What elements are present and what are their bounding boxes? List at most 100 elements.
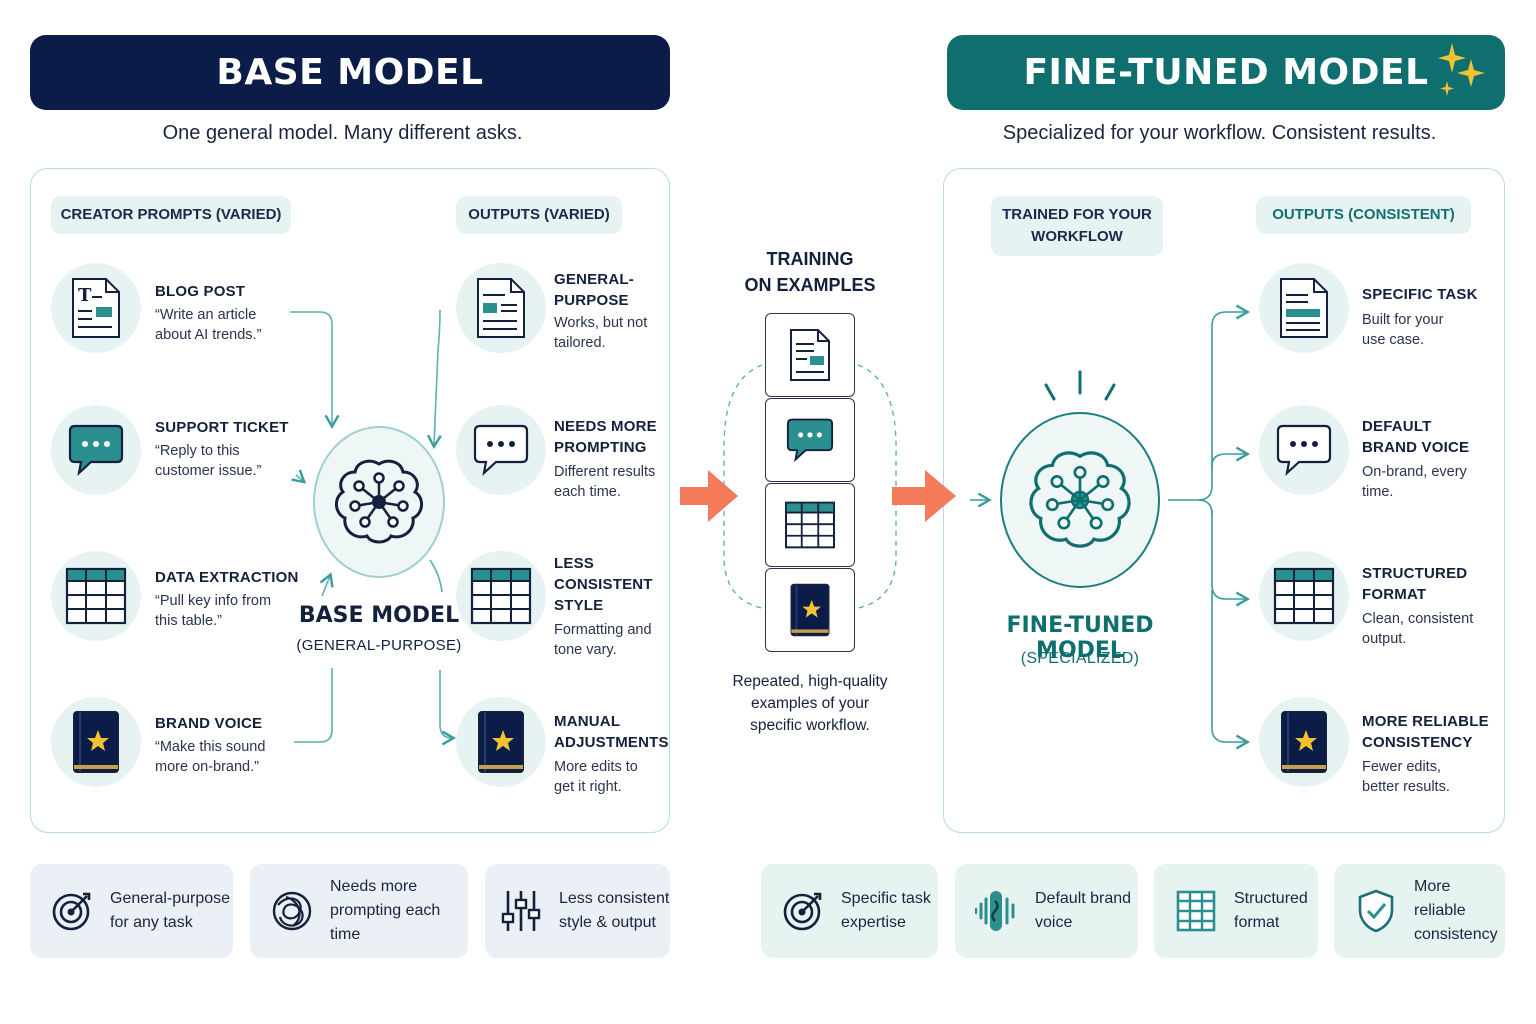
fine-output-format-icon-circle — [1259, 551, 1349, 641]
brain-network-icon — [1029, 451, 1131, 548]
output-title-line: LESS — [554, 555, 594, 572]
fine-output-desc: On-brand, every time. — [1362, 462, 1467, 502]
fine-summary-card: Default brand voice — [955, 864, 1138, 958]
output-title-line: MANUAL — [554, 713, 621, 730]
fine-output-reliable-icon-circle — [1259, 697, 1349, 787]
summary-line: Structured — [1234, 890, 1308, 907]
orange-arrow-icon — [680, 470, 738, 522]
summary-line: Less consistent — [559, 890, 670, 907]
document-icon — [790, 329, 830, 381]
fine-output-title: SPECIFIC TASK — [1362, 284, 1478, 305]
base-summary-card: Needs more prompting each time — [250, 864, 468, 958]
table-icon — [1273, 567, 1335, 625]
summary-line: Default brand — [1035, 890, 1132, 907]
summary-line: Needs more — [330, 878, 418, 895]
summary-line: format — [1234, 914, 1280, 931]
sliders-icon — [497, 887, 545, 935]
star-book-icon — [478, 711, 524, 773]
output-title-line: DEFAULT — [1362, 418, 1432, 435]
grid-icon — [1172, 887, 1220, 935]
output-desc: More edits to get it right. — [554, 757, 638, 797]
fine-output-title: DEFAULT BRAND VOICE — [1362, 416, 1469, 458]
output-title-line: BRAND VOICE — [1362, 439, 1470, 456]
target-icon — [779, 887, 827, 935]
summary-line: style & output — [559, 914, 656, 931]
output-desc-line: use case. — [1362, 332, 1425, 348]
output-desc-line: output. — [1362, 631, 1407, 647]
document-icon: T — [72, 278, 120, 338]
output-desc-line: get it right. — [554, 779, 622, 795]
chat-bubble-icon — [1276, 424, 1332, 477]
prompt-desc-line: about AI trends.” — [155, 327, 262, 343]
prompt-desc-line: this table.” — [155, 613, 222, 629]
output-title-line: STYLE — [554, 597, 604, 614]
trained-for-workflow-header: TRAINED FOR YOUR WORKFLOW — [991, 196, 1163, 256]
table-icon — [785, 501, 835, 549]
output-title-line: NEEDS MORE — [554, 418, 657, 435]
summary-line: prompting each time — [330, 902, 441, 943]
prompt-desc-line: more on-brand.” — [155, 759, 259, 775]
output-desc-line: Different results — [554, 464, 656, 480]
summary-line: Specific task — [841, 890, 931, 907]
shield-check-icon — [1352, 887, 1400, 935]
training-caption: Repeated, high-quality examples of your … — [710, 671, 910, 737]
prompt-desc-line: “Reply to this — [155, 443, 240, 459]
header-line: WORKFLOW — [1031, 228, 1123, 245]
training-example-card — [765, 313, 855, 397]
training-title-line: ON EXAMPLES — [744, 275, 876, 295]
chat-bubble-icon — [68, 424, 124, 477]
document-icon — [1280, 278, 1328, 338]
output-desc-line: Fewer edits, — [1362, 759, 1441, 775]
outputs-consistent-header: OUTPUTS (CONSISTENT) — [1256, 196, 1471, 234]
star-book-icon — [1281, 711, 1327, 773]
chat-bubble-icon — [786, 418, 834, 463]
star-book-icon — [790, 583, 830, 637]
creator-prompts-header: CREATOR PROMPTS (VARIED) — [51, 196, 291, 234]
output-title-line: MORE RELIABLE — [1362, 713, 1489, 730]
summary-text: More reliable consistency — [1414, 875, 1505, 947]
tangle-icon — [268, 887, 316, 935]
summary-line: More reliable — [1414, 878, 1466, 919]
output-title: LESS CONSISTENT STYLE — [554, 553, 653, 616]
document-icon — [477, 278, 525, 338]
summary-line: consistency — [1414, 926, 1498, 943]
output-title: MANUAL ADJUSTMENTS — [554, 711, 669, 753]
output-title-line: ADJUSTMENTS — [554, 734, 669, 751]
training-example-card — [765, 398, 855, 482]
summary-line: voice — [1035, 914, 1073, 931]
output-desc-line: Formatting and — [554, 622, 652, 638]
prompt-desc: “Write an article about AI trends.” — [155, 305, 261, 345]
output-title-line: GENERAL- — [554, 271, 634, 288]
prompt-desc-line: customer issue.” — [155, 463, 262, 479]
output-desc-line: More edits to — [554, 759, 638, 775]
prompt-desc-line: “Make this sound — [155, 739, 266, 755]
prompt-title: BRAND VOICE — [155, 715, 263, 732]
output-desc-line: Built for your — [1362, 312, 1444, 328]
summary-text: General-purpose for any task — [110, 887, 230, 935]
output-desc: Works, but not tailored. — [554, 313, 647, 353]
base-hub-subtitle: (GENERAL-PURPOSE) — [296, 637, 462, 654]
output-desc-line: Works, but not — [554, 315, 648, 331]
fine-output-desc: Fewer edits, better results. — [1362, 757, 1450, 797]
chat-bubble-icon — [473, 424, 529, 477]
training-title: TRAINING ON EXAMPLES — [720, 246, 900, 298]
output-desc-line: tone vary. — [554, 642, 617, 658]
prompt-desc: “Make this sound more on-brand.” — [155, 737, 265, 777]
output-title-line: CONSISTENCY — [1362, 734, 1473, 751]
training-caption-line: examples of your — [750, 695, 870, 712]
table-icon — [65, 567, 127, 625]
table-icon — [470, 567, 532, 625]
output-desc-line: On-brand, every — [1362, 464, 1467, 480]
outputs-varied-header: OUTPUTS (VARIED) — [456, 196, 622, 234]
output-desc: Formatting and tone vary. — [554, 620, 652, 660]
summary-line: General-purpose — [110, 890, 231, 907]
prompt-title: BLOG POST — [155, 283, 246, 300]
prompt-desc-line: “Write an article — [155, 307, 257, 323]
output-prompting-icon-circle — [456, 405, 546, 495]
fine-tuned-model-banner: FINE-TUNED MODEL — [947, 35, 1505, 110]
base-summary-card: Less consistent style & output — [485, 864, 670, 958]
output-manual-icon-circle — [456, 697, 546, 787]
prompt-support-icon-circle — [51, 405, 141, 495]
training-title-line: TRAINING — [766, 249, 854, 269]
prompt-desc-line: “Pull key info from — [155, 593, 272, 609]
